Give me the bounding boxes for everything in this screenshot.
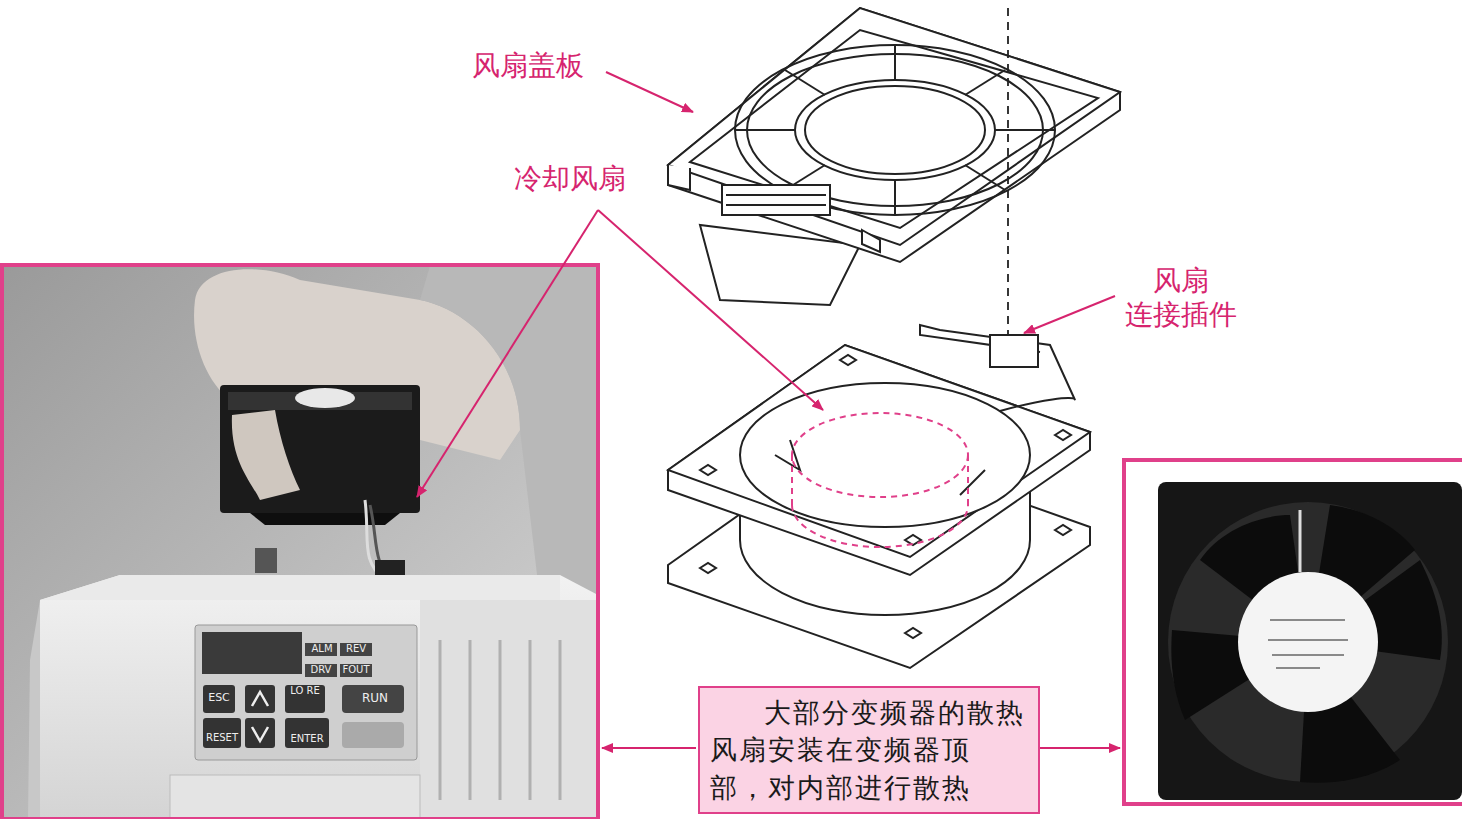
keypad-key: ENTER: [283, 733, 331, 745]
keypad-indicator: REV: [340, 643, 372, 655]
note-box: 大部分变频器的散热风扇安装在变频器顶部，对内部进行散热: [698, 686, 1040, 814]
guide-line: [1007, 8, 1009, 372]
inverter-photo: [2, 265, 598, 819]
keypad-key: ESC: [203, 692, 235, 705]
keypad-key: RUN: [350, 692, 400, 706]
keypad-indicator: FOUT: [338, 664, 374, 676]
part-label: 风扇 连接插件: [1120, 264, 1242, 331]
cooling-fan-drawing: [668, 325, 1090, 668]
leader-lines: [417, 72, 1120, 748]
note-text: 大部分变频器的散热风扇安装在变频器顶部，对内部进行散热: [710, 694, 1028, 806]
keypad-key: LO RE: [287, 686, 323, 697]
part-label: 冷却风扇: [514, 163, 646, 195]
part-label: 风扇盖板: [472, 50, 604, 82]
fan-photo: [1124, 460, 1462, 804]
keypad-indicator: ALM: [306, 643, 338, 655]
keypad-indicator: DRV: [305, 664, 337, 676]
keypad-key: RESET: [201, 732, 243, 744]
fan-cover-drawing: [668, 8, 1120, 305]
